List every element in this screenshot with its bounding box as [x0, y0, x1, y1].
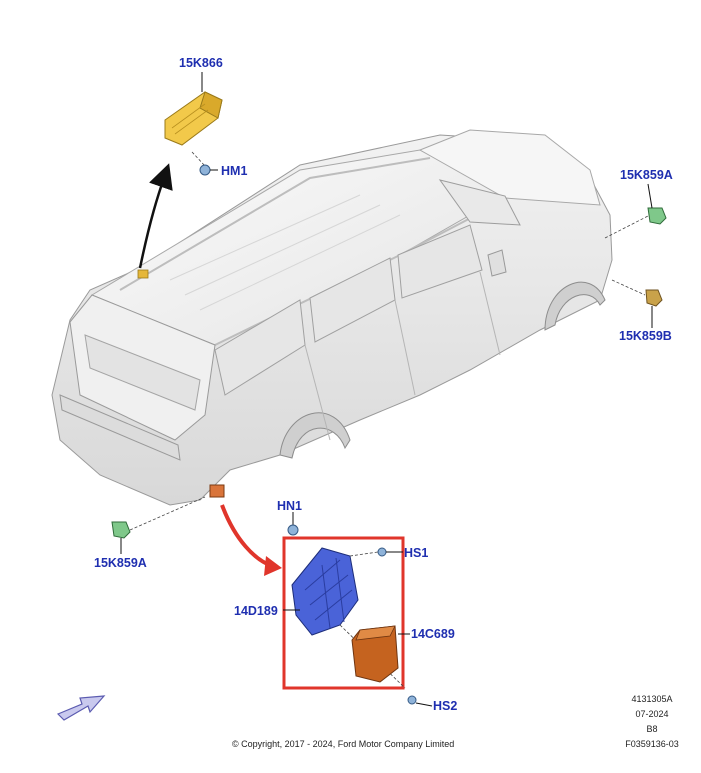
nut-HN1: [287, 512, 299, 536]
label-15K866: 15K866: [179, 56, 223, 70]
highlight-box: [282, 536, 405, 690]
sensor-15K859A-rear: [111, 496, 206, 554]
date-code: 07-2024: [635, 709, 669, 719]
module-15K866: [164, 91, 223, 146]
label-15K859A-rear: 15K859A: [94, 556, 147, 570]
sensor-15K859B: [611, 279, 663, 322]
orientation-arrow-icon: [56, 695, 106, 721]
bracket-14D189: [291, 547, 359, 636]
label-15K859B: 15K859B: [619, 329, 672, 343]
label-14C689: 14C689: [411, 627, 455, 641]
label-HS1: HS1: [404, 546, 429, 560]
screw-HS1: [377, 547, 403, 557]
highlight-arrow: [220, 504, 273, 568]
location-arrow: [138, 163, 173, 269]
copyright-text: © Copyright, 2017 - 2024, Ford Motor Com…: [232, 739, 455, 749]
sensor-15K859A-front: [604, 207, 667, 239]
reference-code: 4131305A: [631, 694, 673, 704]
nut-HM1: [191, 151, 218, 176]
roof-location-marker: [137, 269, 149, 279]
label-15K859A-front: 15K859A: [620, 168, 673, 182]
label-HN1: HN1: [277, 499, 303, 513]
module-14C689: [351, 625, 410, 683]
label-14D189: 14D189: [234, 604, 278, 618]
label-HM1: HM1: [221, 164, 248, 178]
rear-sensor-location: [209, 484, 225, 498]
vehicle-body: [51, 129, 613, 506]
revision-code: B8: [646, 724, 658, 734]
label-HS2: HS2: [433, 699, 458, 713]
figure-id: F0359136-03: [625, 739, 679, 749]
screw-HS2: [407, 695, 433, 707]
